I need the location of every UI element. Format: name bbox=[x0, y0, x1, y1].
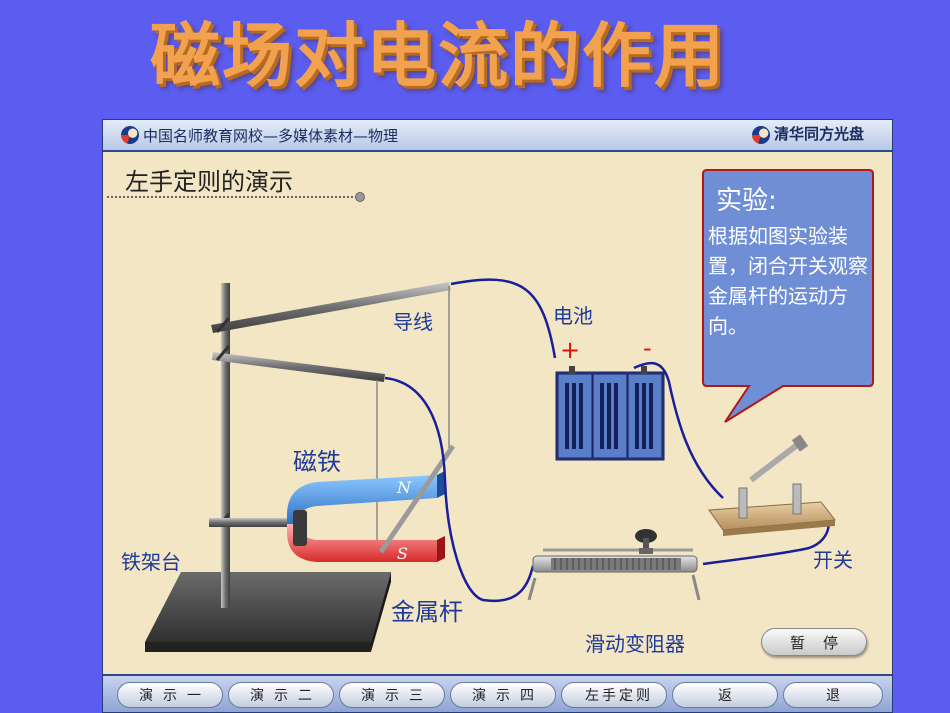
label-stand: 铁架台 bbox=[121, 550, 181, 574]
bubble-heading: 实验: bbox=[716, 186, 777, 216]
pause-button[interactable]: 暂停 bbox=[761, 628, 867, 656]
exit-button[interactable]: 退出 bbox=[783, 682, 883, 708]
label-minus: - bbox=[643, 334, 652, 362]
magnet-arm bbox=[209, 518, 297, 527]
bubble-body: 根据如图实验装置，闭合开关观察金属杆的运动方向。 bbox=[708, 224, 868, 338]
label-pole-s: S bbox=[397, 544, 408, 563]
publisher-name: 清华同方光盘 bbox=[773, 125, 864, 143]
label-battery: 电池 bbox=[553, 304, 593, 328]
demo4-button[interactable]: 演示四 bbox=[450, 682, 556, 708]
battery bbox=[555, 366, 665, 461]
publisher-logo-icon bbox=[752, 126, 770, 144]
label-wire: 导线 bbox=[393, 310, 433, 334]
label-switch: 开关 bbox=[813, 548, 853, 572]
bubble-content: 实验: 根据如图实验装置，闭合开关观察金属杆的运动方向。 bbox=[708, 180, 868, 341]
back-button[interactable]: 返回 bbox=[672, 682, 778, 708]
demo2-button[interactable]: 演示二 bbox=[228, 682, 334, 708]
label-pole-n: N bbox=[397, 478, 411, 497]
school-logo-icon bbox=[121, 126, 139, 144]
lower-arm bbox=[212, 352, 385, 382]
stand-pole bbox=[221, 283, 230, 608]
experiment-scene bbox=[145, 169, 874, 652]
slide-title: 磁场对电流的作用力 bbox=[150, 14, 726, 209]
info-bubble bbox=[702, 169, 874, 423]
label-magnet: 磁铁 bbox=[293, 448, 341, 476]
demo3-button[interactable]: 演示三 bbox=[339, 682, 445, 708]
header-title: 中国名师教育网校—多媒体素材—物理 bbox=[143, 127, 399, 145]
courseware-window: 中国名师教育网校—多媒体素材—物理 清华同方光盘 左手定则的演示 bbox=[102, 119, 893, 713]
bottom-nav: 演示一 演示二 演示三 演示四 左手定则 返回 退出 bbox=[103, 674, 892, 712]
header-bar: 中国名师教育网校—多媒体素材—物理 清华同方光盘 bbox=[103, 120, 892, 152]
demo1-button[interactable]: 演示一 bbox=[117, 682, 223, 708]
title-underline bbox=[107, 196, 357, 198]
title-underline-dot bbox=[355, 192, 365, 202]
upper-arm bbox=[211, 282, 451, 333]
metal-rod bbox=[378, 444, 456, 554]
label-rheostat: 滑动变阻器 bbox=[585, 632, 685, 656]
label-rod: 金属杆 bbox=[391, 598, 463, 626]
magnet bbox=[287, 471, 445, 562]
section-title: 左手定则的演示 bbox=[125, 168, 293, 196]
label-plus: + bbox=[560, 336, 581, 364]
stand-base bbox=[145, 572, 391, 652]
switch bbox=[708, 434, 836, 536]
left-hand-rule-button[interactable]: 左手定则 bbox=[561, 682, 667, 708]
rheostat bbox=[527, 529, 701, 601]
